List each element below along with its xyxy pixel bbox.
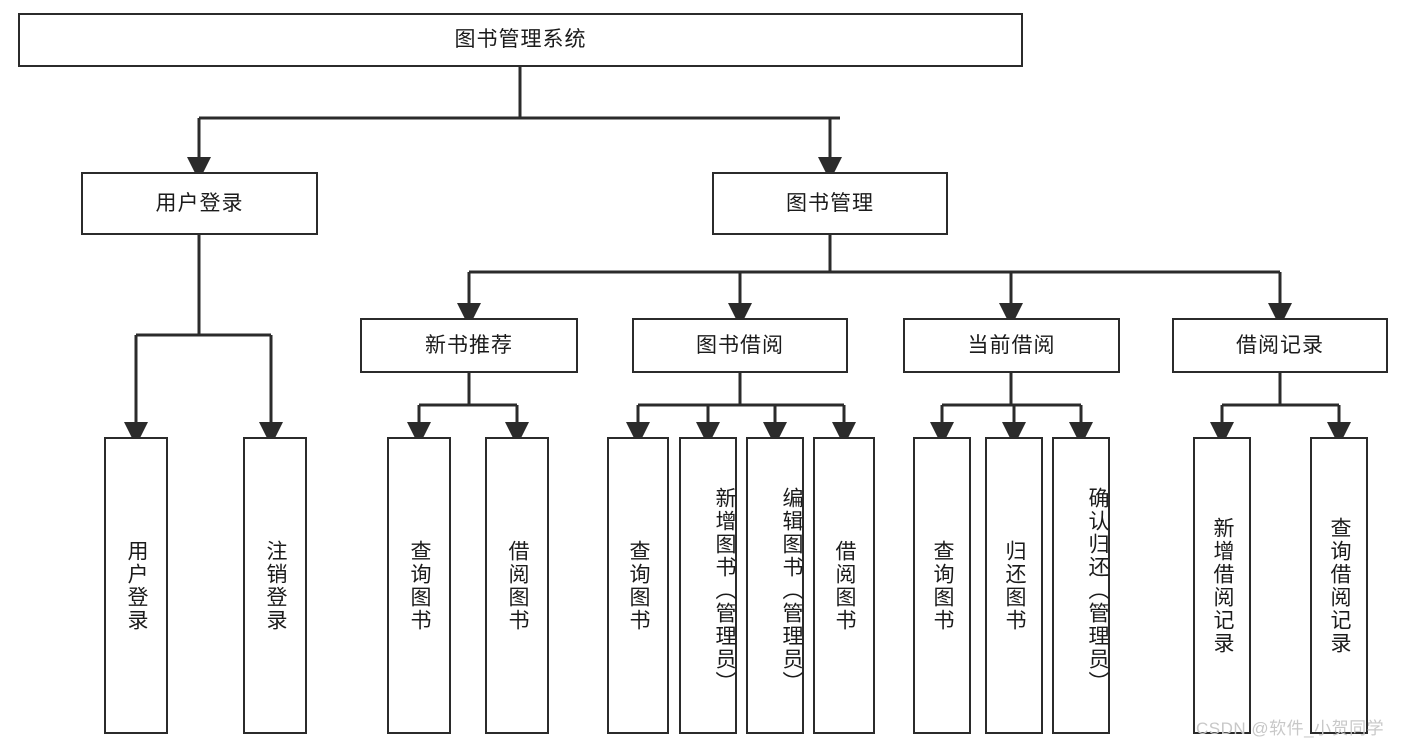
node-current-borrow[interactable]: 当前借阅 (903, 318, 1120, 373)
node-book-borrow-label: 图书借阅 (696, 333, 784, 357)
leaf-confirm-return-admin-label: 确认归还（管理员） (1086, 487, 1109, 694)
leaf-add-borrow-record[interactable]: 新增借阅记录 (1193, 437, 1251, 734)
leaf-query-book-current[interactable]: 查询图书 (913, 437, 971, 734)
leaf-borrow-book-recommend-label: 借阅图书 (506, 539, 530, 632)
leaf-query-book-borrow[interactable]: 查询图书 (607, 437, 669, 734)
leaf-add-book-admin-label: 新增图书（管理员） (713, 487, 736, 694)
leaf-borrow-book[interactable]: 借阅图书 (813, 437, 875, 734)
csdn-watermark: CSDN @软件_小贺同学 (1196, 719, 1385, 738)
leaf-query-book-recommend-label: 查询图书 (408, 539, 432, 632)
leaf-edit-book-admin-label: 编辑图书（管理员） (780, 487, 803, 694)
node-root[interactable]: 图书管理系统 (18, 13, 1023, 67)
leaf-add-borrow-record-label: 新增借阅记录 (1211, 516, 1235, 655)
node-user-login[interactable]: 用户登录 (81, 172, 318, 235)
leaf-confirm-return-admin[interactable]: 确认归还（管理员） (1052, 437, 1110, 734)
node-borrow-record[interactable]: 借阅记录 (1172, 318, 1388, 373)
node-new-book-recommend[interactable]: 新书推荐 (360, 318, 578, 373)
node-current-borrow-label: 当前借阅 (967, 333, 1056, 357)
node-book-management-label: 图书管理 (786, 191, 874, 215)
leaf-borrow-book-label: 借阅图书 (833, 539, 857, 632)
leaf-query-book-borrow-label: 查询图书 (627, 539, 651, 632)
leaf-add-book-admin[interactable]: 新增图书（管理员） (679, 437, 737, 734)
leaf-edit-book-admin[interactable]: 编辑图书（管理员） (746, 437, 804, 734)
leaf-user-login-label: 用户登录 (125, 539, 149, 632)
leaf-logout-label: 注销登录 (264, 539, 288, 632)
leaf-query-borrow-record[interactable]: 查询借阅记录 (1310, 437, 1368, 734)
leaf-query-borrow-record-label: 查询借阅记录 (1328, 516, 1352, 655)
leaf-borrow-book-recommend[interactable]: 借阅图书 (485, 437, 549, 734)
leaf-return-book-label: 归还图书 (1003, 539, 1027, 632)
node-book-borrow[interactable]: 图书借阅 (632, 318, 848, 373)
leaf-query-book-recommend[interactable]: 查询图书 (387, 437, 451, 734)
leaf-user-login[interactable]: 用户登录 (104, 437, 168, 734)
node-user-login-label: 用户登录 (155, 191, 244, 215)
leaf-query-book-current-label: 查询图书 (931, 539, 955, 632)
leaf-return-book[interactable]: 归还图书 (985, 437, 1043, 734)
leaf-logout[interactable]: 注销登录 (243, 437, 307, 734)
node-borrow-record-label: 借阅记录 (1236, 333, 1324, 357)
node-book-management[interactable]: 图书管理 (712, 172, 948, 235)
node-root-label: 图书管理系统 (454, 28, 587, 52)
node-new-book-recommend-label: 新书推荐 (425, 333, 513, 357)
